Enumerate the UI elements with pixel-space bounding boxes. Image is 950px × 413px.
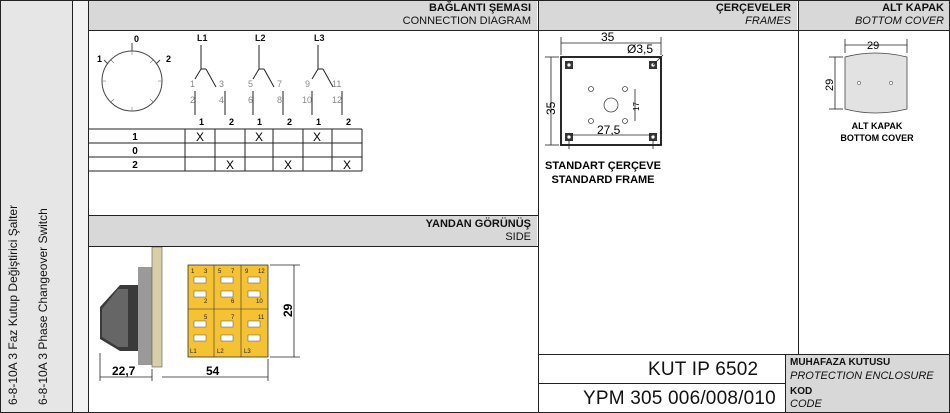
term-11: 11 bbox=[332, 79, 341, 89]
blk-bot-l1: L1 bbox=[190, 349, 197, 355]
frame-dim-17: 17 bbox=[632, 102, 641, 111]
cover-caption-tr: ALT KAPAK bbox=[852, 121, 903, 131]
bottom-cover-title-tr: ALT KAPAK bbox=[882, 2, 944, 14]
row-pos-1: 1 bbox=[132, 132, 138, 143]
dim-front: 22,7 bbox=[112, 364, 136, 378]
cover-dim-height: 29 bbox=[824, 79, 836, 91]
term-1: 1 bbox=[190, 79, 195, 89]
code-value: YPM 305 006/008/010 bbox=[583, 388, 776, 409]
blk-top-9: 9 bbox=[245, 269, 249, 275]
term-6: 6 bbox=[248, 95, 253, 105]
mark-r1c3: X bbox=[255, 130, 263, 144]
dial-pos0: 0 bbox=[134, 34, 139, 44]
enclosure-value: KUT IP 6502 bbox=[648, 359, 759, 380]
bottom-1a: 1 bbox=[199, 117, 204, 127]
term-3: 3 bbox=[219, 79, 224, 89]
bottom-1c: 1 bbox=[316, 117, 321, 127]
term-7: 7 bbox=[277, 79, 282, 89]
connection-diagram: 0 1 2 L1 L2 L3 bbox=[88, 33, 363, 172]
pole-l2: L2 bbox=[255, 33, 266, 43]
row-pos-0: 0 bbox=[132, 146, 138, 157]
frame-dim-height: 35 bbox=[544, 101, 558, 115]
side-view-drawing: 1 3 5 7 9 12 2 6 10 L1 L2 L3 5 7 11 bbox=[99, 247, 300, 381]
side-title-tr: YANDAN GÖRÜNÜŞ bbox=[425, 218, 531, 230]
bottom-cover-drawing: 29 29 ALT KAPAK BOTTOM COVER bbox=[824, 39, 914, 143]
mark-r3c2: X bbox=[226, 158, 234, 172]
mark-r3c6: X bbox=[343, 158, 351, 172]
connection-title-en: CONNECTION DIAGRAM bbox=[402, 15, 531, 27]
cover-caption-en: BOTTOM COVER bbox=[840, 133, 914, 143]
term-9: 9 bbox=[305, 79, 310, 89]
sidebar: 6-8-10A 3 Faz Kutup Değiştirici Şalter 6… bbox=[0, 0, 72, 413]
sidebar-strip bbox=[73, 0, 88, 413]
code-label-en: CODE bbox=[790, 398, 822, 410]
blk-mid-10: 10 bbox=[256, 299, 263, 305]
side-header: YANDAN GÖRÜNÜŞ SIDE bbox=[89, 216, 537, 246]
bottom-2c: 2 bbox=[346, 117, 351, 127]
blk-top-7: 7 bbox=[231, 269, 235, 275]
frame-dim-width: 35 bbox=[601, 31, 615, 44]
pole-l3: L3 bbox=[314, 33, 325, 43]
term-8: 8 bbox=[277, 95, 282, 105]
pole-l1: L1 bbox=[197, 33, 208, 43]
code-label-tr: KOD bbox=[790, 386, 813, 397]
term-4: 4 bbox=[219, 95, 224, 105]
blk-bot-l3: L3 bbox=[244, 349, 251, 355]
dial-pos2: 2 bbox=[166, 54, 171, 64]
frames-title-en: FRAMES bbox=[745, 15, 791, 27]
blk-top-12: 12 bbox=[258, 269, 265, 275]
side-title-en: SIDE bbox=[505, 231, 531, 243]
frame-dim-hole: Ø3,5 bbox=[627, 42, 653, 56]
mark-r1c5: X bbox=[313, 130, 321, 144]
enclosure-label-tr: MUHAFAZA KUTUSU bbox=[790, 357, 891, 368]
mark-r3c4: X bbox=[284, 158, 292, 172]
term-2: 2 bbox=[190, 95, 195, 105]
blk-bot-11: 11 bbox=[258, 315, 265, 321]
frame-caption-en: STANDARD FRAME bbox=[551, 174, 654, 186]
bottom-cover-header: ALT KAPAK BOTTOM COVER bbox=[799, 0, 950, 30]
blk-top-3: 3 bbox=[204, 269, 208, 275]
bottom-1b: 1 bbox=[257, 117, 262, 127]
connection-header: BAĞLANTI ŞEMASI CONNECTION DIAGRAM bbox=[89, 0, 537, 30]
frames-header: ÇERÇEVELER FRAMES bbox=[539, 0, 797, 30]
row-pos-2: 2 bbox=[132, 160, 138, 171]
blk-bot-7: 7 bbox=[231, 315, 235, 321]
term-5: 5 bbox=[248, 79, 253, 89]
dim-body: 54 bbox=[206, 364, 220, 378]
blk-top-5: 5 bbox=[218, 269, 222, 275]
term-10: 10 bbox=[302, 95, 312, 105]
dim-height: 29 bbox=[281, 303, 295, 317]
standard-frame-drawing: 35 Ø3,5 35 27,5 17 STANDART ÇERÇEVE STAN… bbox=[544, 31, 664, 186]
info-label-block bbox=[786, 355, 950, 413]
dial-pos1: 1 bbox=[97, 54, 102, 64]
blk-mid-6: 6 bbox=[231, 299, 235, 305]
term-12: 12 bbox=[332, 95, 342, 105]
blk-mid-2: 2 bbox=[204, 299, 208, 305]
enclosure-label-en: PROTECTION ENCLOSURE bbox=[790, 370, 934, 382]
bottom-2a: 2 bbox=[229, 117, 234, 127]
frame-dim-inner: 27,5 bbox=[597, 123, 621, 137]
frames-title-tr: ÇERÇEVELER bbox=[715, 2, 791, 14]
blk-bot-5: 5 bbox=[204, 315, 208, 321]
connection-title-tr: BAĞLANTI ŞEMASI bbox=[428, 2, 531, 14]
blk-top-1: 1 bbox=[191, 269, 195, 275]
bottom-cover-title-en: BOTTOM COVER bbox=[854, 15, 944, 27]
frame-caption-tr: STANDART ÇERÇEVE bbox=[545, 160, 661, 172]
cover-dim-width: 29 bbox=[867, 40, 879, 52]
bottom-2b: 2 bbox=[287, 117, 292, 127]
blk-bot-l2: L2 bbox=[217, 349, 224, 355]
mark-r1c1: X bbox=[196, 130, 204, 144]
